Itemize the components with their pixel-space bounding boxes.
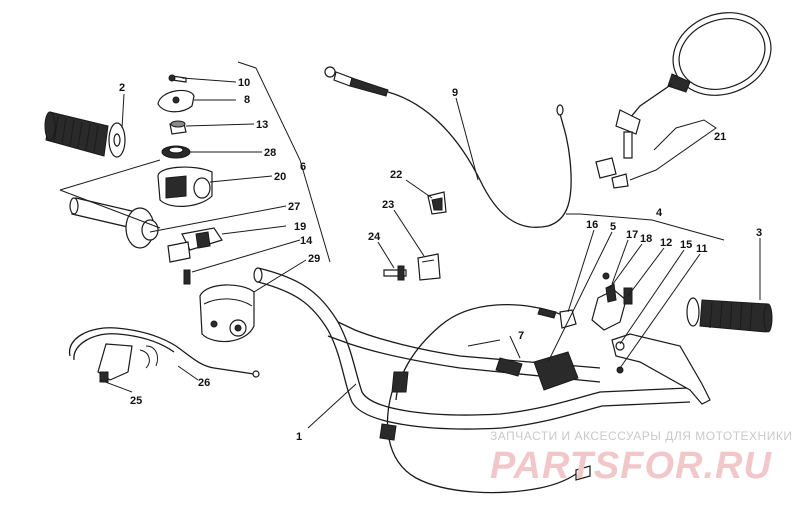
callout-23: 23 (382, 199, 394, 211)
callout-20: 20 (274, 171, 286, 183)
callout-5: 5 (610, 221, 616, 233)
callout-15: 15 (680, 239, 692, 251)
callout-17: 17 (626, 229, 638, 241)
watermark-logo: PARTSFOR.RU (490, 445, 772, 487)
left-grip (44, 111, 126, 158)
callout-24: 24 (368, 231, 381, 243)
callout-27: 27 (288, 201, 300, 213)
clutch-cable (379, 304, 591, 494)
callout-22: 22 (390, 169, 402, 181)
leader-lines (59, 61, 761, 429)
callout-7: 7 (518, 330, 524, 342)
watermark: ЗАПЧАСТИ И АКСЕССУАРЫ ДЛЯ МОТОТЕХНИКИ PA… (490, 429, 792, 487)
callout-2: 2 (119, 82, 125, 94)
watermark-tagline: ЗАПЧАСТИ И АКСЕССУАРЫ ДЛЯ МОТОТЕХНИКИ (490, 429, 792, 443)
callout-3: 3 (756, 227, 762, 239)
callout-6: 6 (300, 161, 306, 173)
callout-12: 12 (660, 237, 672, 249)
right-grip (686, 297, 773, 333)
handlebar (253, 267, 691, 430)
switch-wiring (69, 327, 260, 383)
callout-16: 16 (586, 219, 598, 231)
callout-4: 4 (656, 207, 663, 219)
callout-28: 28 (264, 147, 276, 159)
rear-mirror (595, 12, 772, 189)
callout-1: 1 (296, 431, 302, 443)
callout-13: 13 (256, 119, 268, 131)
callout-19: 19 (294, 221, 306, 233)
throttle-cable (324, 66, 572, 228)
callout-14: 14 (300, 235, 313, 247)
clutch-lever-assembly (533, 272, 711, 405)
throttle-tube (69, 197, 159, 249)
callout-10: 10 (238, 77, 250, 89)
callout-25: 25 (130, 395, 142, 407)
callout-21: 21 (714, 131, 726, 143)
cable-clips (383, 191, 447, 281)
callout-9: 9 (452, 87, 458, 99)
callout-18: 18 (640, 233, 652, 245)
callout-29: 29 (308, 253, 320, 265)
callout-8: 8 (244, 94, 250, 106)
callout-labels: 1 2 3 4 5 6 7 8 9 10 11 12 13 14 15 16 1… (119, 77, 762, 443)
throttle-parts-stack (157, 74, 255, 343)
callout-26: 26 (198, 377, 210, 389)
callout-11: 11 (696, 243, 708, 255)
